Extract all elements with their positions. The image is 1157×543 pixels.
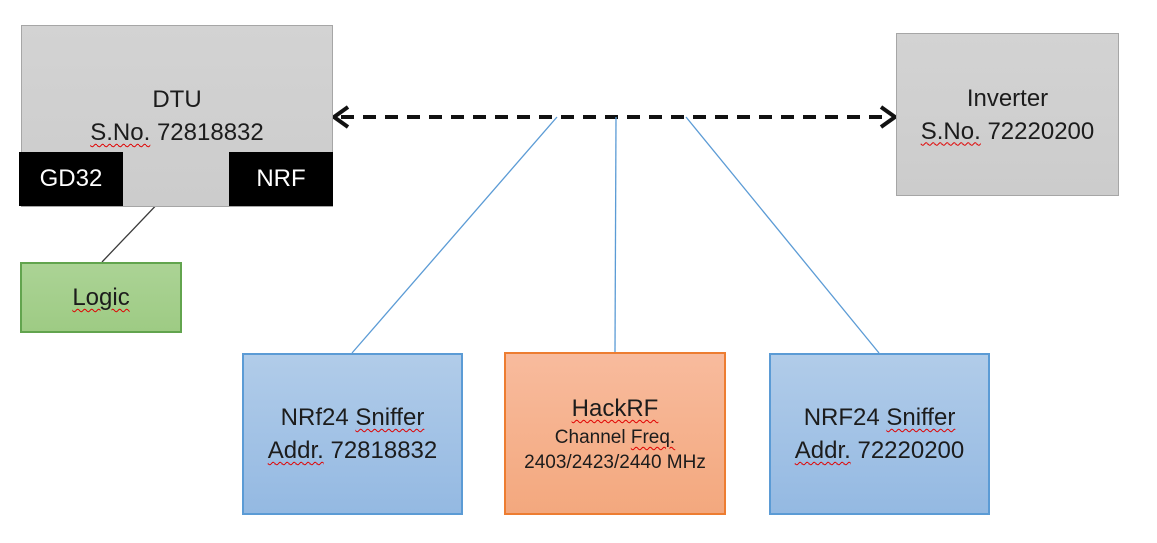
arrowhead-right	[879, 105, 899, 129]
inverter-sno-label: S.No.	[920, 117, 981, 145]
dtu-sno-label: S.No.	[90, 119, 151, 146]
sniffer2-title: NRF24 Sniffer	[803, 404, 956, 431]
hackrf-channel-freq: Channel Freq.	[554, 427, 676, 448]
node-inverter: Inverter S.No. 72220200	[896, 33, 1119, 196]
logic-label: Logic	[72, 284, 130, 311]
sniffer2-address: Addr. 72220200	[794, 437, 965, 464]
inverter-serial-number: 72220200	[980, 117, 1095, 145]
inverter-title: Inverter	[966, 84, 1049, 112]
node-sniffer2: NRF24 Sniffer Addr. 72220200	[769, 353, 990, 515]
node-hackrf: HackRF Channel Freq. 2403/2423/2440 MHz	[504, 352, 726, 515]
hackrf-frequencies: 2403/2423/2440 MHz	[524, 452, 706, 473]
node-nrf: NRF	[229, 152, 333, 206]
sniffer1-title: NRf24 Sniffer	[280, 404, 425, 431]
node-sniffer1: NRf24 Sniffer Addr. 72818832	[242, 353, 463, 515]
node-gd32: GD32	[19, 152, 123, 206]
dtu-serial-number: 72818832	[150, 119, 264, 146]
dtu-title: DTU	[152, 86, 202, 113]
dashed-link-dtu-inverter	[330, 105, 899, 129]
hackrf-title: HackRF	[571, 395, 659, 422]
nrf-label: NRF	[256, 165, 306, 192]
gd32-label: GD32	[39, 165, 103, 192]
inverter-serial: S.No. 72220200	[921, 115, 1094, 148]
dtu-serial: S.No. 72818832	[90, 116, 263, 149]
node-logic: Logic	[20, 262, 182, 333]
link-rf-sniffer2	[685, 116, 880, 354]
link-rf-sniffer1	[351, 116, 558, 354]
link-rf-hackrf	[614, 116, 617, 353]
arrowhead-left	[330, 105, 350, 129]
sniffer1-address: Addr. 72818832	[267, 437, 438, 464]
